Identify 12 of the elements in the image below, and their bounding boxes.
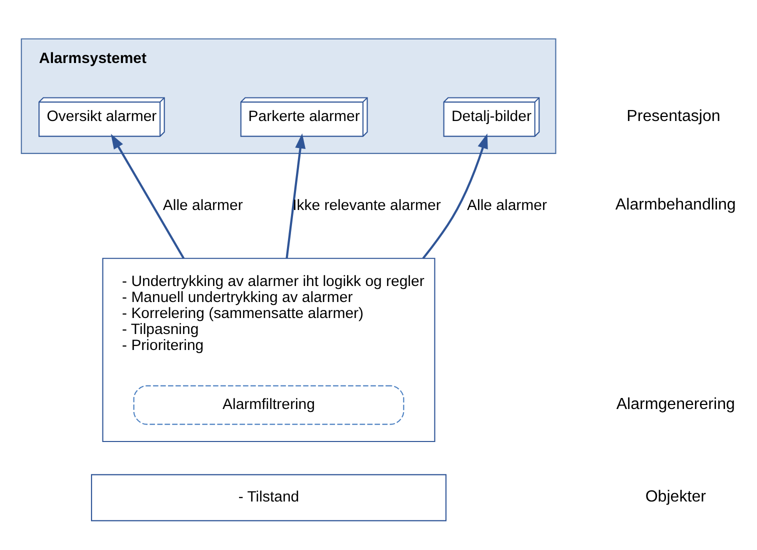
- arrow: [422, 133, 488, 259]
- label: Alarmbehandling: [615, 195, 736, 214]
- edge-label: Alle alarmer: [162, 196, 243, 214]
- edge-label: Ikke relevante alarmer: [292, 196, 441, 214]
- node-box: - Tilstand: [90, 474, 446, 521]
- arrow: [286, 132, 306, 258]
- arrow: [110, 133, 185, 258]
- edge-label: Alle alarmer: [467, 196, 547, 214]
- node-box: Alarmfiltrering: [133, 384, 404, 424]
- label: Alarmgenerering: [616, 394, 735, 412]
- label: Presentasjon: [626, 106, 720, 124]
- label: Objekter: [645, 486, 706, 505]
